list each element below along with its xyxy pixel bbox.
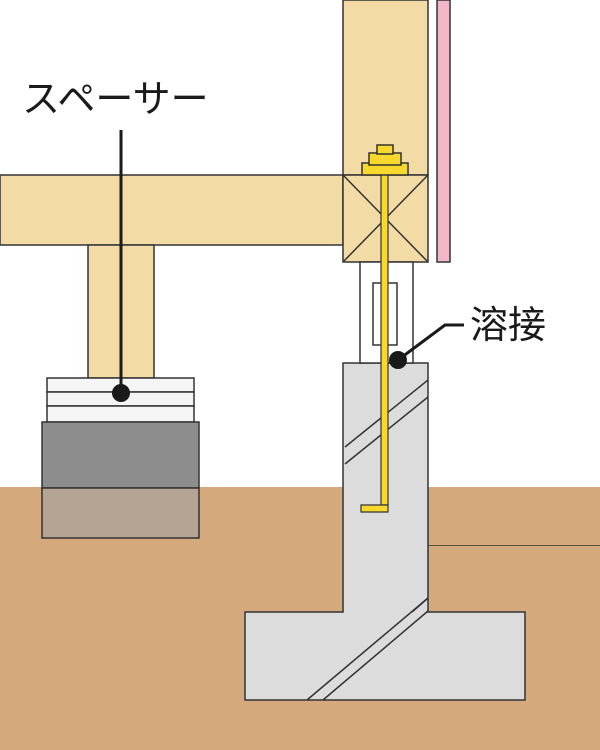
ground-step-area (428, 487, 600, 545)
wall-board (436, 0, 451, 263)
anchor-bolt (380, 169, 389, 506)
stone-upper (41, 421, 200, 489)
anchor-bolt-hook (360, 504, 389, 513)
horizontal-beam (0, 174, 344, 246)
weld-leader-dot (389, 351, 407, 369)
spacer-label: スペーサー (22, 77, 209, 121)
weld-leader-line (397, 323, 464, 362)
weld-label: 溶接 (470, 303, 547, 347)
bolt-tip (376, 144, 394, 155)
stone-lower (41, 487, 200, 539)
bolt-nut (368, 152, 402, 166)
spacer-plate-3 (46, 405, 195, 423)
spacer-leader-dot (112, 384, 130, 402)
concrete-foundation (244, 362, 526, 701)
